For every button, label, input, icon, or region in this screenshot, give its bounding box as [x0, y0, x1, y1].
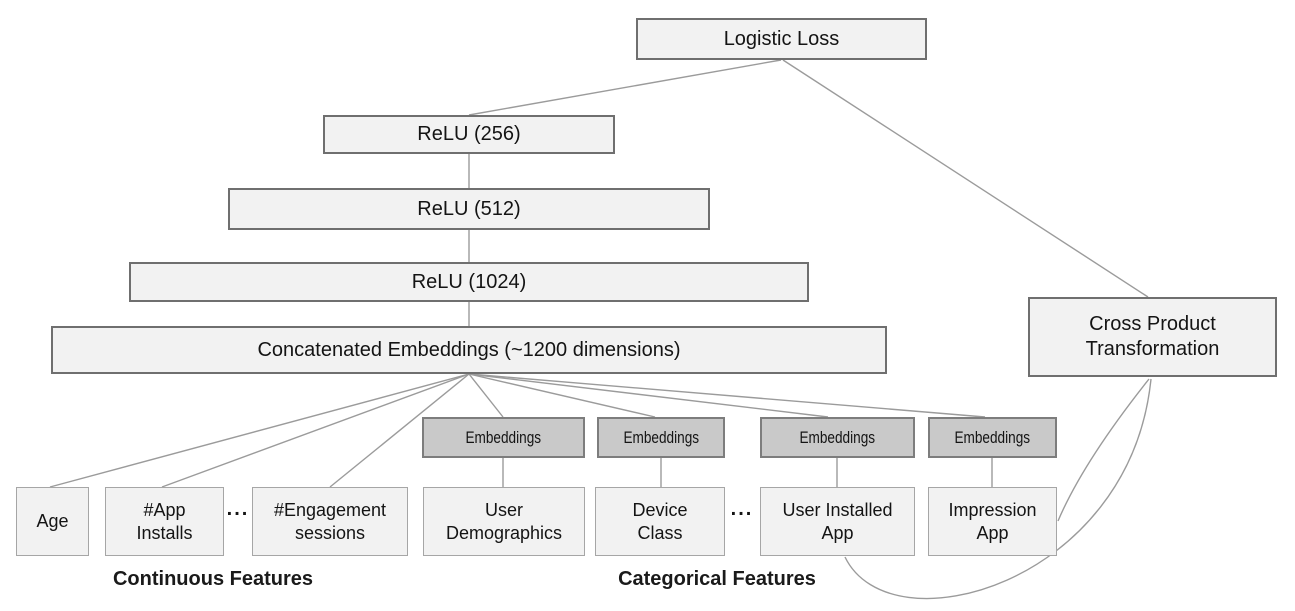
group-label-categorical-features: Categorical Features: [618, 568, 816, 590]
node-cross-product-transformation-label: Cross Product Transformation: [1085, 313, 1220, 360]
node-embeddings-2-label: Embeddings: [623, 427, 699, 447]
node-embeddings-4-label: Embeddings: [954, 427, 1031, 447]
node-feature-device-class-label: Device Class: [632, 500, 688, 543]
edge-concat-age: [49, 373, 470, 488]
edge-logloss-relu256: [468, 59, 782, 116]
node-feature-age: Age: [16, 487, 89, 556]
node-feature-app-installs-label: #App Installs: [136, 500, 193, 543]
node-embeddings-3-label: Embeddings: [799, 427, 876, 447]
node-concatenated-embeddings-label: Concatenated Embeddings (~1200 dimension…: [257, 338, 681, 361]
edge-userinstalled-crossproduct-curve: [844, 378, 1152, 600]
node-logistic-loss-label: Logistic Loss: [723, 27, 840, 50]
node-feature-impression-app-label: Impression App: [948, 500, 1037, 543]
ellipsis-continuous: ...: [226, 498, 250, 520]
edge-concat-appinstalls: [161, 373, 470, 488]
group-label-continuous-features: Continuous Features: [112, 568, 313, 590]
node-relu-1024: ReLU (1024): [129, 262, 809, 302]
edge-concat-embeddings4: [468, 373, 986, 418]
edge-impression-crossproduct-curve: [1057, 378, 1150, 522]
node-relu-512: ReLU (512): [228, 188, 710, 230]
node-embeddings-4: Embeddings: [928, 417, 1057, 458]
node-feature-engagement-sessions: #Engagement sessions: [252, 487, 408, 556]
edge-concat-embeddings3: [468, 373, 829, 418]
node-feature-device-class: Device Class: [595, 487, 725, 556]
node-embeddings-1: Embeddings: [422, 417, 585, 458]
node-feature-user-demographics: User Demographics: [423, 487, 585, 556]
node-cross-product-transformation: Cross Product Transformation: [1028, 297, 1277, 377]
node-feature-user-installed-app: User Installed App: [760, 487, 915, 556]
node-relu-256: ReLU (256): [323, 115, 615, 154]
edge-concat-embeddings2: [468, 373, 656, 418]
node-feature-user-installed-app-label: User Installed App: [782, 500, 893, 543]
ellipsis-categorical: ...: [730, 498, 754, 520]
node-relu-1024-label: ReLU (1024): [411, 270, 527, 293]
node-relu-256-label: ReLU (256): [417, 123, 521, 145]
node-concatenated-embeddings: Concatenated Embeddings (~1200 dimension…: [51, 326, 887, 374]
node-feature-engagement-sessions-label: #Engagement sessions: [273, 500, 387, 543]
node-feature-impression-app: Impression App: [928, 487, 1057, 556]
node-logistic-loss: Logistic Loss: [636, 18, 927, 60]
node-embeddings-3: Embeddings: [760, 417, 915, 458]
node-feature-user-demographics-label: User Demographics: [445, 500, 563, 543]
node-feature-app-installs: #App Installs: [105, 487, 224, 556]
edge-logloss-crossproduct: [782, 59, 1149, 298]
node-embeddings-2: Embeddings: [597, 417, 725, 458]
edge-concat-engagement: [329, 373, 470, 488]
node-feature-age-label: Age: [36, 511, 69, 532]
edge-concat-embeddings1: [468, 373, 504, 418]
node-embeddings-1-label: Embeddings: [465, 427, 542, 447]
node-relu-512-label: ReLU (512): [417, 197, 521, 220]
